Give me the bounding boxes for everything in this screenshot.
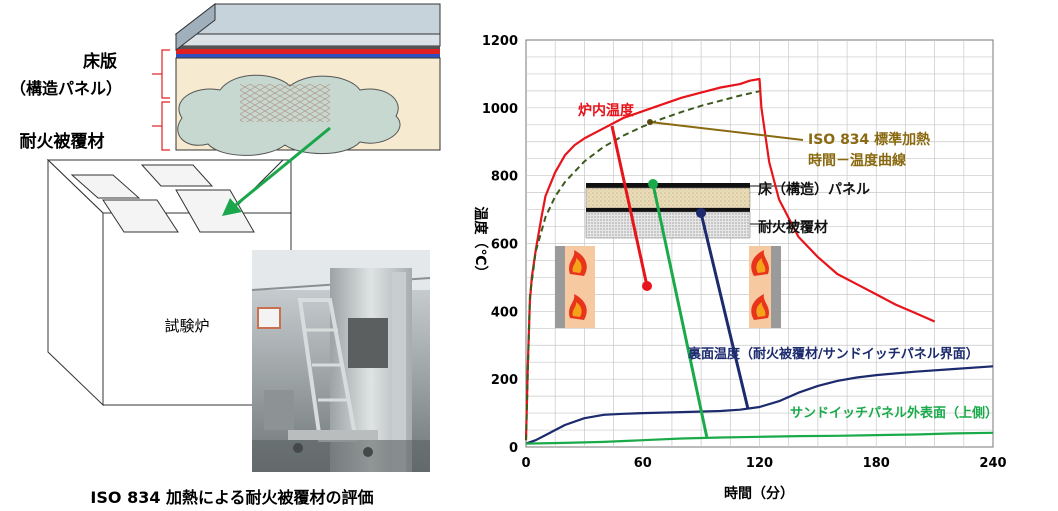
temperature-chart: 0 200 400 600 800 1000 1200 0 60 120 180 240 bbox=[472, 34, 1007, 502]
panel-inset bbox=[585, 183, 810, 239]
x-tick-label: 0 bbox=[521, 456, 530, 471]
series-layer bbox=[524, 77, 994, 445]
coating-inset-label: 耐火被覆材 bbox=[758, 219, 828, 236]
outer-surface-temp-series bbox=[525, 431, 994, 445]
y-tick-label: 1000 bbox=[482, 102, 518, 117]
x-tick-label: 60 bbox=[634, 456, 652, 471]
iso-curve-label-1: ISO 834 標準加熱 bbox=[808, 131, 930, 148]
specimen-schematic: 床版 （構造パネル） 耐火被覆材 試験炉 bbox=[10, 2, 441, 507]
iso-curve-label-2: 時間－温度曲線 bbox=[808, 152, 906, 169]
y-axis: 0 200 400 600 800 1000 1200 bbox=[482, 34, 518, 456]
label-furnace: 試験炉 bbox=[164, 317, 209, 335]
x-tick-label: 240 bbox=[979, 456, 1006, 471]
annotation-leaders bbox=[610, 119, 804, 439]
slab-bracket bbox=[152, 49, 170, 99]
outer-surface-sensor-marker bbox=[648, 179, 658, 189]
y-tick-label: 200 bbox=[491, 373, 518, 388]
label-coating: 耐火被覆材 bbox=[20, 131, 105, 152]
iso834-curve-series bbox=[525, 90, 760, 441]
label-slab: 床版 bbox=[83, 51, 117, 72]
furnace-sensor-marker bbox=[642, 281, 652, 291]
x-tick-label: 180 bbox=[863, 456, 890, 471]
y-tick-label: 600 bbox=[491, 238, 518, 253]
fire-coating-cloud bbox=[177, 74, 401, 156]
coating-bracket bbox=[152, 101, 170, 151]
back-sensor-marker bbox=[696, 208, 706, 218]
furnace-temp-series bbox=[524, 77, 936, 441]
x-axis-label: 時間（分） bbox=[724, 485, 794, 502]
back-surface-temp-series bbox=[525, 365, 994, 445]
furnace-temp-label: 炉内温度 bbox=[578, 102, 635, 119]
left-caption: ISO 834 加熱による耐火被覆材の評価 bbox=[90, 488, 373, 507]
y-tick-label: 800 bbox=[491, 170, 518, 185]
back-temp-label: 裏面温度（耐火被覆材/サンドイッチパネル界面） bbox=[687, 346, 979, 362]
furnace-photo bbox=[251, 250, 431, 472]
fire-inset-left bbox=[555, 246, 595, 328]
panel-inset-label: 床（構造）パネル bbox=[758, 181, 870, 198]
x-axis: 0 60 120 180 240 bbox=[521, 456, 1006, 471]
y-axis-label: 温度（℃） bbox=[472, 207, 489, 280]
y-tick-label: 0 bbox=[509, 441, 518, 456]
arrow-icon bbox=[222, 126, 331, 216]
outer-surface-label: サンドイッチパネル外表面（上側） bbox=[790, 405, 998, 421]
fire-inset-right bbox=[749, 246, 781, 328]
y-tick-label: 1200 bbox=[482, 34, 518, 49]
y-tick-label: 400 bbox=[491, 305, 518, 320]
x-tick-label: 120 bbox=[746, 456, 773, 471]
label-slab-sub: （構造パネル） bbox=[10, 79, 122, 98]
